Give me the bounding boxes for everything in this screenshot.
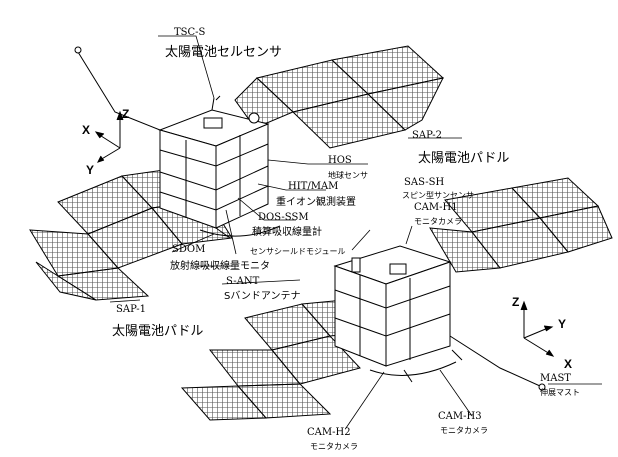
cam-h3-label: CAM-H3: [438, 411, 482, 422]
axes-left: [94, 110, 124, 163]
solar-cell-sensor-label: 太陽電池セルセンサ: [165, 45, 283, 60]
sap2-jp-label: 太陽電池パドル: [418, 151, 510, 166]
hit-mam-label: HIT/MAM: [288, 181, 339, 192]
cam-h1-jp-label: モニタカメラ: [414, 217, 462, 226]
sdom-jp-label: 放射線吸収線量モニタ: [170, 261, 270, 272]
mast-jp-label: 伸展マスト: [540, 388, 580, 397]
right-panel-upper: [429, 177, 613, 273]
sas-sh-label: SAS-SH: [404, 177, 445, 188]
axis-x-right: X: [564, 357, 573, 371]
s-ant-jp-label: Sバンドアンテナ: [224, 291, 301, 302]
tsc-s-label: TSC-S: [174, 27, 206, 38]
dos-ssm-jp-label: 積算吸収線量計: [252, 227, 322, 238]
axis-x-left: X: [82, 123, 91, 137]
cam-h1-label: CAM-H1: [414, 202, 458, 213]
sap2-label: SAP-2: [412, 130, 442, 141]
sap1-label: SAP-1: [116, 304, 146, 315]
leader-lines: [109, 35, 602, 429]
axis-z-left: Z: [122, 107, 130, 121]
cam-h2-label: CAM-H2: [307, 427, 351, 438]
lower-satellite-body: [333, 245, 546, 391]
upper-satellite-body: [74, 46, 281, 239]
mast-label: MAST: [540, 373, 571, 384]
sdom-label: SDOM: [172, 244, 206, 255]
sap2-panel: [234, 45, 445, 149]
s-ant-label: S-ANT: [226, 276, 260, 287]
shield-module-label: センサシールドモジュール: [250, 247, 346, 256]
sap1-jp-label: 太陽電池パドル: [112, 324, 204, 339]
sas-sh-jp-label: スピン型サンセンサ: [402, 191, 474, 200]
axis-z-right: Z: [512, 295, 520, 309]
cam-h3-jp-label: モニタカメラ: [440, 426, 488, 435]
axis-y-left: Y: [86, 163, 95, 177]
dos-ssm-label: DOS-SSM: [258, 212, 309, 223]
hit-mam-jp-label: 重イオン観測装置: [276, 197, 356, 208]
axes-right: [520, 300, 555, 357]
hos-jp-label: 地球センサ: [328, 171, 368, 180]
cam-h2-jp-label: モニタカメラ: [310, 442, 358, 451]
axis-y-right: Y: [558, 317, 567, 331]
hos-label: HOS: [328, 155, 352, 166]
